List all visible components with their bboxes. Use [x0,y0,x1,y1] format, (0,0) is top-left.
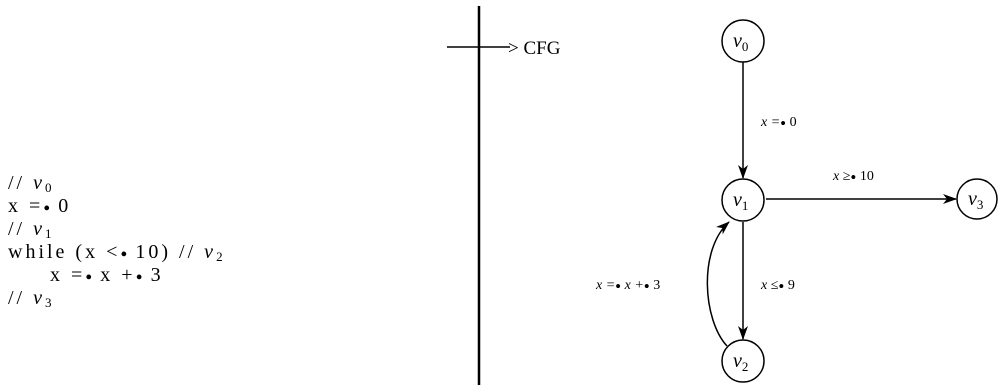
edge-label-v1-v3: x ≥• 10 [832,168,874,187]
code-line-v3-comment: // v3 [8,287,226,310]
comment-slashes: // [8,218,26,240]
edge-label-v0-v1: x =• 0 [760,114,797,133]
comment-slashes: // [8,172,26,194]
code-line-while: while (x <• 10) // v2 [8,241,226,266]
code-line-v0-comment: // v0 [8,172,226,195]
code-text: while (x < [8,241,121,263]
comment-var: v0 [33,172,55,195]
edge-label-v2-v1: x =• x +• 3 [595,277,660,296]
edge-label-v1-v2: x ≤• 9 [760,277,795,296]
code-text: 10) // [127,241,205,263]
node-v2: v2 [721,339,765,383]
cfg-arrow-label: > CFG [508,38,561,59]
code-listing: // v0 x =• 0 // v1 while (x <• 10) // v2… [8,172,226,310]
comment-var: v2 [204,241,226,264]
svg-text:v0: v0 [733,30,748,54]
code-line-assign-init: x =• 0 [8,195,226,220]
comment-var: v3 [33,287,55,310]
code-text: 0 [50,195,72,217]
svg-text:v2: v2 [733,350,748,374]
code-line-v1-comment: // v1 [8,218,226,241]
dot-marker: • [135,267,143,289]
code-text: x = [8,195,44,217]
dot-marker: • [85,267,93,289]
node-v1: v1 [721,178,765,222]
svg-text:v3: v3 [968,188,983,212]
dot-marker: • [120,244,128,266]
node-v0: v0 [721,19,765,63]
edge-v2-v1 [706,221,730,347]
svg-text:v1: v1 [733,189,748,213]
node-v3: v3 [956,178,998,220]
comment-slashes: // [8,287,26,309]
comment-var: v1 [33,218,55,241]
code-line-increment: x =• x +• 3 [8,264,226,289]
code-text: x = [50,264,86,286]
code-text: x + [92,264,136,286]
dot-marker: • [43,198,51,220]
code-text: 3 [142,264,164,286]
